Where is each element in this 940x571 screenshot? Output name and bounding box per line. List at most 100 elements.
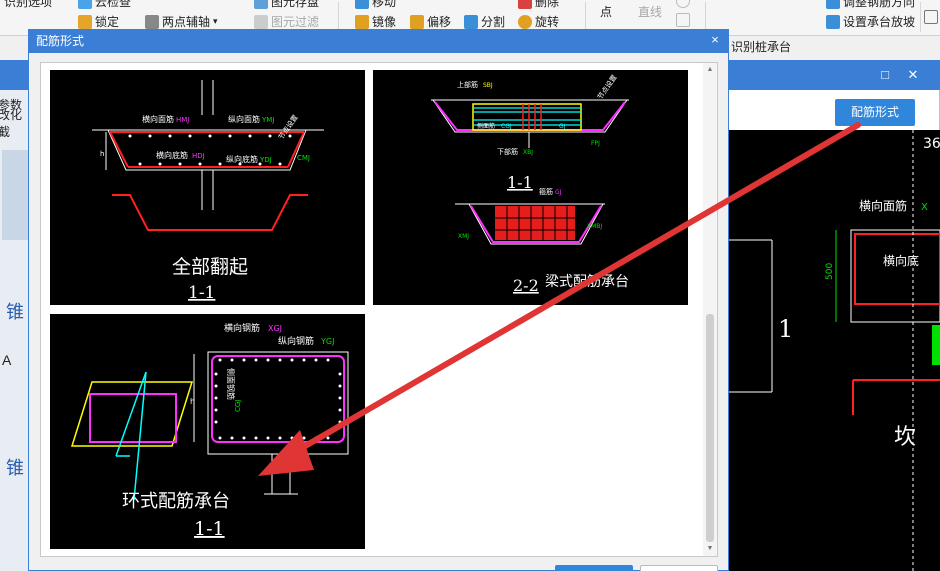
scrollbar-thumb[interactable] xyxy=(706,314,714,542)
label-horizontal-bottom: 横向底筋 xyxy=(156,150,188,160)
code-gj-2: GJ xyxy=(555,189,562,196)
label-side-rebar: 侧面筋 xyxy=(477,122,495,130)
toolbar-adjust-rebar[interactable]: 调整钢筋方向 xyxy=(826,0,915,10)
toolbar-move[interactable]: 移动 xyxy=(355,0,396,10)
option-caption: 全部翻起 xyxy=(172,256,248,278)
panel-label: 锥 xyxy=(6,458,24,479)
chevron-down-icon: ▾ xyxy=(213,16,218,26)
code-xbj: XBJ xyxy=(523,149,533,156)
section-label: 1-1 xyxy=(194,518,225,540)
cad-code: X xyxy=(921,202,928,213)
toolbar-divider xyxy=(920,2,921,32)
left-panel: 参数 改化截 锥 A 锥 xyxy=(0,90,30,571)
option-ring-type-cap[interactable]: 横向钢筋 XGJ 纵向钢筋 YGJ 侧面钢筋 CGJ h 环式配筋承台 1-1 xyxy=(50,314,365,549)
code-xmj: XMJ xyxy=(458,233,469,240)
rectangle-icon xyxy=(676,13,690,27)
label-slope: 节点设置 xyxy=(595,73,618,101)
code-cgj: CGJ xyxy=(501,123,512,130)
mirror-icon xyxy=(355,14,369,29)
toolbar-divider xyxy=(338,2,339,32)
toolbar-rotate[interactable]: 旋转 xyxy=(518,13,559,30)
cad-canvas[interactable]: 1 横向面筋 X 横向底 500 36 坎 xyxy=(728,130,940,571)
maximize-icon[interactable]: □ xyxy=(881,67,889,82)
option-all-bent-up[interactable]: 横向面筋 HMJ 纵向面筋 YMJ 横向底筋 HDJ 纵向底筋 YDJ CMJ … xyxy=(50,70,365,305)
cad-dim-text: 1 xyxy=(778,315,793,343)
label-side: 侧面钢筋 xyxy=(226,368,236,400)
code-cmj: CMJ xyxy=(297,154,310,162)
option-beam-type-cap[interactable]: 上部筋 SBJ 侧面筋 CGJ GJ 下部筋 XBJ FPJ 节点设置 1-1 … xyxy=(373,70,688,305)
toolbar-set-slope[interactable]: 设置承台放坡 xyxy=(826,13,915,30)
toolbar-mirror[interactable]: 镜像 xyxy=(355,13,396,30)
cad-label: 36 xyxy=(923,136,940,152)
preview-thumbnail xyxy=(2,150,28,240)
section-label-top: 1-1 xyxy=(507,173,533,192)
panel-label: A xyxy=(2,352,12,368)
label-stirrup: 箍筋 xyxy=(539,187,553,196)
label-horizontal-top: 横向面筋 xyxy=(142,114,174,124)
cad-dim: 500 xyxy=(825,263,835,280)
cloud-check-icon xyxy=(78,0,92,9)
code-fpj: FPJ xyxy=(591,140,600,147)
dialog-title: 配筋形式 xyxy=(28,29,729,53)
label-longitudinal: 纵向钢筋 xyxy=(278,335,314,347)
cancel-button[interactable] xyxy=(640,565,718,571)
label-horizontal: 横向钢筋 xyxy=(224,322,260,334)
option-caption: 环式配筋承台 xyxy=(122,491,230,512)
scroll-down-arrow-icon[interactable]: ▼ xyxy=(706,545,714,552)
offset-icon xyxy=(410,14,424,29)
toolbar-cloud-check[interactable]: 云检查 xyxy=(78,0,131,10)
circle-icon xyxy=(676,0,690,8)
move-icon xyxy=(355,0,369,9)
toolbar-two-point-axis[interactable]: 两点辅轴▾ xyxy=(145,13,218,30)
close-icon[interactable]: ✕ xyxy=(907,67,919,82)
toolbar-identify-pile-cap[interactable]: 识别桩承台 xyxy=(731,40,792,54)
toolbar-lock[interactable]: 锁定 xyxy=(78,13,119,30)
section-label: 1-1 xyxy=(188,283,215,303)
code-hmj: HMJ xyxy=(176,116,189,124)
label-top-rebar: 上部筋 xyxy=(457,80,478,89)
toolbar-element-save[interactable]: 图元存盘 xyxy=(254,0,319,10)
toolbar-divider xyxy=(585,2,586,32)
rebar-form-button[interactable]: 配筋形式 xyxy=(835,99,915,126)
toolbar-divider xyxy=(705,2,706,32)
toolbar-rect[interactable] xyxy=(676,13,690,27)
label-longitudinal-bottom: 纵向底筋 xyxy=(226,154,258,164)
toolbar-offset[interactable]: 偏移 xyxy=(410,13,451,30)
panel-label: 参数 xyxy=(0,98,23,112)
panel-label: 锥 xyxy=(6,302,24,323)
toolbar-circle[interactable] xyxy=(676,0,690,8)
toolbar-line[interactable]: 直线 xyxy=(638,5,663,19)
code-xmbj: XMBJ xyxy=(587,223,602,230)
adjust-icon xyxy=(826,0,840,9)
delete-icon xyxy=(518,0,532,9)
label-slope: 节点设置 xyxy=(276,113,299,141)
code-sbj: SBJ xyxy=(483,82,493,89)
cad-label: 横向底 xyxy=(883,253,919,268)
toolbar-point[interactable]: 点 xyxy=(600,5,613,19)
toolbar-element-filter[interactable]: 图元过滤 xyxy=(254,13,319,30)
toolbar-delete[interactable]: 删除 xyxy=(518,0,559,10)
lock-icon xyxy=(78,14,92,29)
rotate-icon xyxy=(518,14,532,29)
filter-icon xyxy=(254,14,268,29)
code-hdj: HDJ xyxy=(192,152,205,160)
section-label-bottom: 2-2 xyxy=(513,276,539,295)
dialog-close-icon[interactable]: × xyxy=(711,32,719,47)
cad-label: 横向面筋 xyxy=(859,198,907,213)
dim-h: h xyxy=(100,150,104,158)
toolbar-split[interactable]: 分割 xyxy=(464,13,505,30)
axis-icon xyxy=(145,14,159,29)
scroll-up-arrow-icon[interactable]: ▲ xyxy=(706,66,714,73)
code-ygj: YGJ xyxy=(320,337,334,346)
ok-button[interactable] xyxy=(555,565,633,571)
dim-h: h xyxy=(190,397,195,406)
code-ymj: YMJ xyxy=(261,116,274,124)
code-xgj: XGJ xyxy=(268,324,282,333)
code-ydj: YDJ xyxy=(259,156,272,164)
panel-label: 改化截 xyxy=(0,108,23,139)
toolbar-identify-options[interactable]: 识别选项 xyxy=(4,0,53,9)
cad-label: 坎 xyxy=(894,425,916,450)
label-bottom-rebar: 下部筋 xyxy=(497,147,518,156)
code-cgj: CGJ xyxy=(234,400,242,412)
expand-icon[interactable] xyxy=(924,10,938,24)
